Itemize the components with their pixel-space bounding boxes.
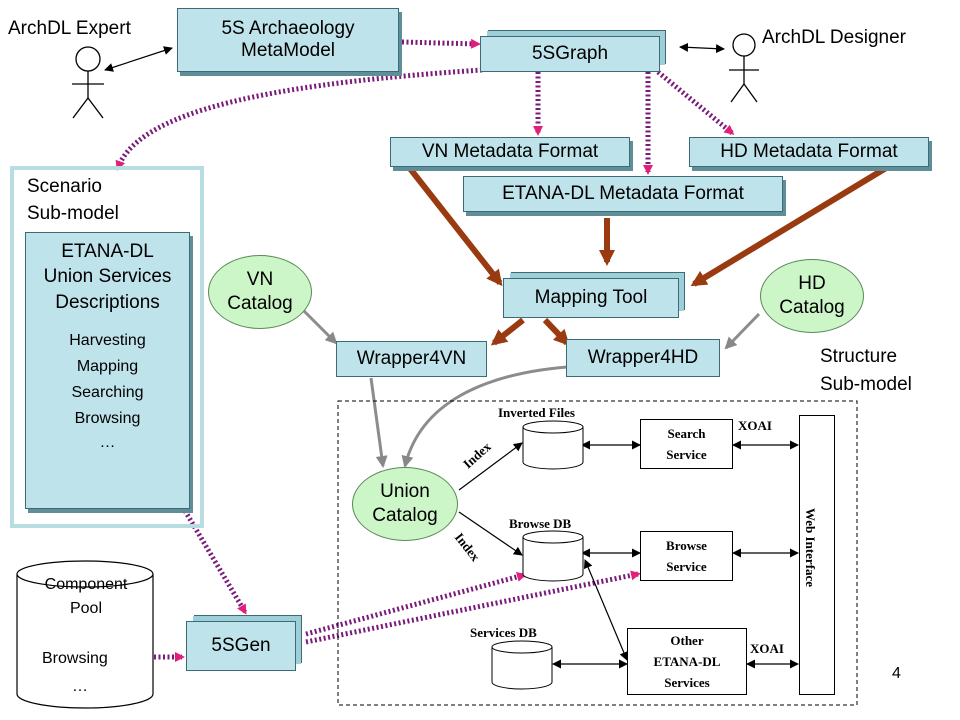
scenario-title-2: Sub-model	[27, 203, 119, 224]
web-interface-label: Web Interface	[803, 508, 818, 588]
union-catalog-line-2: Catalog	[372, 505, 438, 526]
vn-catalog-line-1: VN	[246, 269, 274, 290]
expert-label: ArchDL Expert	[8, 18, 131, 39]
metamodel-line-2: MetaModel	[241, 40, 335, 61]
arrow-graph-to-hd	[656, 70, 735, 135]
web-interface-box[interactable]: Web Interface	[799, 415, 835, 695]
union-catalog[interactable]: Union Catalog	[352, 467, 458, 541]
services-db-icon	[491, 640, 553, 690]
designer-label: ArchDL Designer	[762, 27, 906, 48]
scenario-item-more: …	[99, 434, 116, 451]
vn-format-box[interactable]: VN Metadata Format	[390, 137, 630, 167]
scenario-item-harvesting: Harvesting	[69, 332, 146, 349]
arrow-wrapper-vn-to-union	[369, 377, 388, 468]
arrow-vn-format-to-mapping	[405, 164, 503, 287]
expert-actor-icon	[72, 46, 104, 119]
mapping-tool-label: Mapping Tool	[534, 287, 648, 308]
arrow-graph-to-designer	[679, 42, 725, 54]
vn-catalog-line-2: Catalog	[227, 293, 293, 314]
component-pool-item-browsing: Browsing	[42, 650, 108, 667]
inverted-files-db-icon	[522, 420, 584, 470]
xoai-top-label: XOAI	[738, 418, 772, 433]
structure-title-1: Structure	[820, 346, 898, 367]
metamodel-line-1: 5S Archaeology	[221, 18, 355, 39]
arrow-metamodel-to-graph	[401, 38, 481, 49]
graph-label: 5SGraph	[531, 43, 609, 64]
gen-box[interactable]: 5SGen	[186, 621, 296, 671]
arrow-hd-catalog-to-wrapper	[724, 312, 761, 350]
search-service-box[interactable]: Search Service	[640, 419, 733, 469]
component-pool-title-2: Pool	[69, 600, 103, 617]
page-number: 4	[892, 665, 901, 682]
designer-actor-icon	[729, 33, 759, 103]
arrow-browsedb-to-other	[583, 559, 629, 661]
arrow-union-to-browsedb	[458, 511, 523, 556]
hd-format-label: HD Metadata Format	[720, 141, 898, 162]
scenario-title-1: Scenario	[27, 176, 102, 197]
component-pool-cylinder-icon	[16, 560, 154, 709]
component-pool-item-more: …	[72, 678, 88, 695]
scenario-heading-3: Descriptions	[55, 292, 160, 313]
hd-catalog-line-2: Catalog	[779, 297, 845, 318]
arrow-expert-to-metamodel	[104, 46, 173, 72]
scenario-heading-1: ETANA-DL	[61, 241, 154, 262]
browse-db-label: Browse DB	[509, 516, 572, 531]
wrapper-vn-box[interactable]: Wrapper4VN	[336, 341, 487, 377]
browse-db-icon	[522, 530, 584, 582]
structure-region	[337, 400, 858, 706]
wrapper-vn-label: Wrapper4VN	[356, 348, 467, 369]
xoai-bottom-label: XOAI	[750, 641, 784, 656]
etana-format-label: ETANA-DL Metadata Format	[502, 183, 744, 204]
wrapper-hd-box[interactable]: Wrapper4HD	[566, 339, 720, 377]
services-db-label: Services DB	[470, 625, 537, 640]
arrow-union-to-inverted	[458, 442, 523, 491]
scenario-description-box[interactable]: ETANA-DL Union Services Descriptions Har…	[25, 232, 190, 509]
vn-format-label: VN Metadata Format	[421, 141, 599, 162]
arrow-gen-to-browsedb	[305, 572, 527, 637]
wrapper-hd-label: Wrapper4HD	[587, 347, 699, 368]
other-services-box[interactable]: Other ETANA-DL Services	[627, 628, 747, 695]
scenario-frame	[10, 166, 204, 528]
search-service-line-2: Service	[666, 447, 707, 462]
browse-service-line-1: Browse	[666, 538, 707, 553]
scenario-item-browsing: Browsing	[74, 410, 141, 427]
other-services-line-3: Services	[664, 675, 710, 690]
scenario-heading-2: Union Services	[43, 266, 172, 287]
arrow-vn-catalog-to-wrapper	[301, 308, 338, 345]
structure-title-2: Sub-model	[820, 374, 912, 395]
mapping-tool-box[interactable]: Mapping Tool	[503, 278, 679, 318]
union-catalog-line-1: Union	[380, 481, 430, 502]
scenario-item-mapping: Mapping	[76, 358, 139, 375]
other-services-line-1: Other	[670, 633, 704, 648]
arrow-hd-format-to-mapping	[690, 165, 888, 287]
arrow-mapping-to-wrapper-hd	[542, 317, 570, 346]
arrow-mapping-to-wrapper-vn	[490, 317, 525, 346]
arrow-graph-to-scenario	[115, 67, 483, 171]
graph-box[interactable]: 5SGraph	[480, 36, 660, 72]
browse-service-box[interactable]: Browse Service	[640, 531, 733, 581]
vn-catalog[interactable]: VN Catalog	[208, 255, 312, 329]
inverted-files-label: Inverted Files	[498, 405, 575, 420]
gen-label: 5SGen	[211, 635, 271, 656]
component-pool-title-1: Component	[44, 576, 128, 593]
other-services-line-2: ETANA-DL	[653, 654, 721, 669]
metamodel-box[interactable]: 5S Archaeology MetaModel	[177, 8, 399, 72]
hd-format-box[interactable]: HD Metadata Format	[689, 137, 929, 167]
scenario-item-searching: Searching	[71, 384, 144, 401]
arrow-wrapper-hd-to-union	[401, 364, 581, 468]
hd-catalog[interactable]: HD Catalog	[760, 259, 864, 333]
hd-catalog-line-1: HD	[798, 273, 826, 294]
search-service-line-1: Search	[667, 426, 706, 441]
browse-service-line-2: Service	[666, 559, 707, 574]
etana-format-box[interactable]: ETANA-DL Metadata Format	[463, 176, 783, 212]
